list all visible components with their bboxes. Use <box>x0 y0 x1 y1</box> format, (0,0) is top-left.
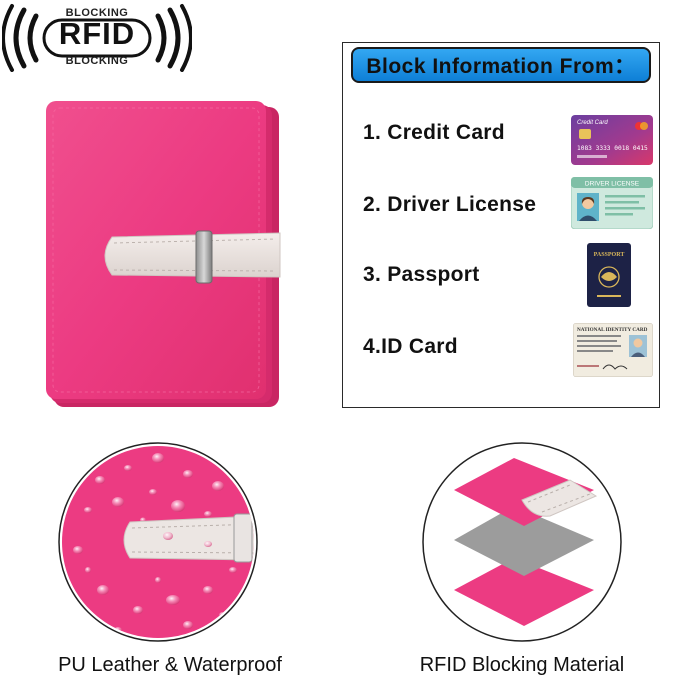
info-item-credit-card: 1. Credit Card <box>363 121 505 144</box>
block-info-panel: Block Information From： 1. Credit Card 2… <box>342 42 660 408</box>
id-card-icon: NATIONAL IDENTITY CARD <box>573 323 653 377</box>
caption-rfid-material: RFID Blocking Material <box>419 654 625 676</box>
info-item-id-card: 4.ID Card <box>363 335 458 358</box>
info-item-driver-license: 2. Driver License <box>363 193 537 216</box>
wallet-product-image <box>46 101 281 407</box>
passport-title: PASSPORT <box>594 252 625 258</box>
driver-license-title: DRIVER LICENSE <box>585 181 640 188</box>
rfid-blocking-badge: BLOCKING RFID BLOCKING <box>2 2 192 72</box>
credit-card-title: Credit Card <box>577 120 608 126</box>
credit-card-number: 1083 3333 0018 0415 <box>577 145 648 152</box>
badge-top-text: BLOCKING <box>65 7 129 19</box>
driver-license-icon: DRIVER LICENSE <box>571 177 653 229</box>
rfid-material-layers-image <box>422 442 622 642</box>
id-card-title: NATIONAL IDENTITY CARD <box>577 327 648 333</box>
badge-main-text: RFID <box>58 16 136 51</box>
passport-icon: PASSPORT <box>587 243 631 307</box>
signal-waves-icon <box>2 4 192 72</box>
credit-card-icon: Credit Card 1083 3333 0018 0415 <box>571 115 653 165</box>
caption-pu-leather: PU Leather & Waterproof <box>58 654 282 676</box>
panel-title: Block Information From： <box>351 47 651 83</box>
info-item-passport: 3. Passport <box>363 263 480 286</box>
badge-bottom-text: BLOCKING <box>65 55 129 67</box>
waterproof-closeup-image <box>58 442 258 642</box>
